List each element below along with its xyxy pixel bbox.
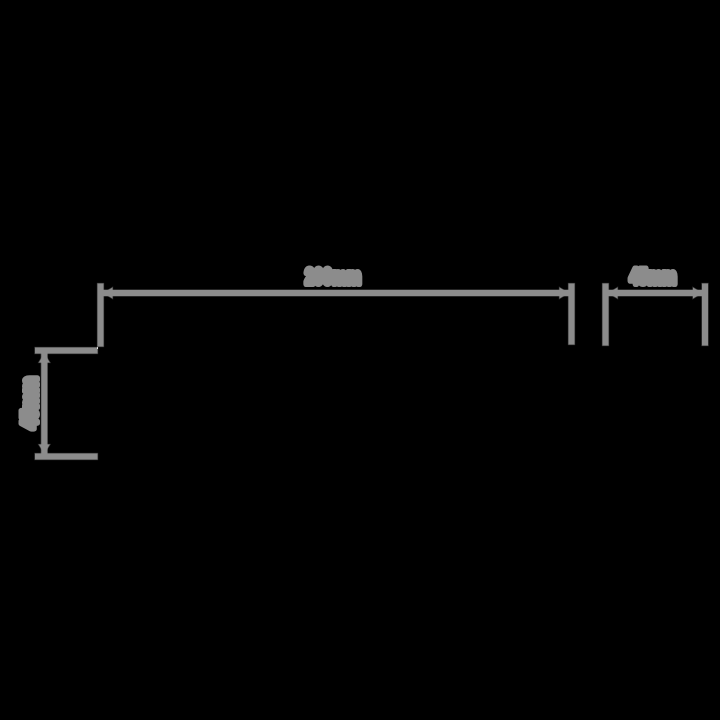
left-dimension-bottom-extension-line (34, 452, 99, 461)
right-dimension-label-text: 45mm (629, 265, 676, 290)
top-dimension-left-extension-tick (96, 282, 105, 348)
top-dimension-right-arrow-icon (558, 286, 570, 300)
right-dimension-left-extension-tick (601, 282, 610, 347)
right-width-dimension (601, 282, 709, 347)
left-dimension-label-text: 45mm (19, 377, 43, 430)
top-dimension-line (99, 289, 573, 297)
left-dimension-label: 45mm (16, 374, 45, 432)
left-dimension-top-arrow-icon (37, 352, 51, 364)
right-dimension-line (604, 289, 706, 297)
top-width-dimension (96, 282, 576, 348)
left-dimension-bottom-arrow-icon (37, 443, 51, 455)
right-dimension-right-arrow-icon (692, 286, 704, 300)
right-dimension-left-arrow-icon (607, 286, 619, 300)
top-dimension-label-text: 200mm (304, 265, 360, 290)
right-dimension-right-extension-tick (701, 282, 709, 347)
top-dimension-label: 200mm (302, 262, 363, 292)
left-height-dimension (34, 346, 99, 461)
right-dimension-label: 45mm (627, 262, 679, 292)
left-dimension-line (40, 349, 48, 457)
profile-corner-glint (96, 347, 99, 350)
left-dimension-top-extension-line (34, 346, 99, 355)
top-dimension-right-extension-tick (567, 282, 576, 346)
top-dimension-left-arrow-icon (102, 286, 114, 300)
